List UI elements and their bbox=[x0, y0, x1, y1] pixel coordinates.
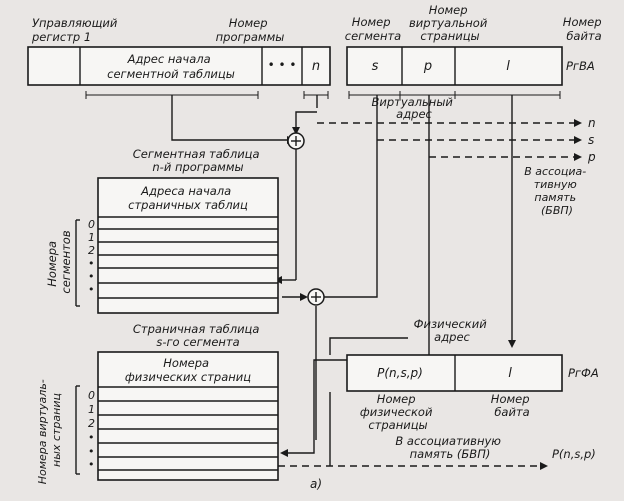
associative-memory-outputs bbox=[317, 119, 582, 161]
segment-number-label: Номер сегмента bbox=[345, 15, 401, 43]
svg-text:•: • bbox=[88, 458, 95, 471]
svg-text:•: • bbox=[88, 270, 95, 283]
program-number-label: Номер программы bbox=[216, 16, 285, 44]
register-dimension-lines bbox=[85, 91, 561, 99]
page-row-indices: 0 1 2 • • • bbox=[88, 389, 95, 471]
segment-numbers-brace bbox=[75, 219, 80, 307]
svg-text:•: • bbox=[88, 283, 95, 296]
pnsp-cell: P(n,s,p) bbox=[377, 366, 423, 380]
segment-numbers-vertical-label: Номера сегментов bbox=[45, 230, 73, 293]
segment-table-start-address-field: Адрес начала сегментной таблицы bbox=[107, 52, 235, 81]
virtual-page-number-label: Номер виртуальной страницы bbox=[409, 3, 491, 43]
byte-cell: l bbox=[506, 59, 510, 74]
svg-text:2: 2 bbox=[88, 244, 95, 257]
segment-row-indices: 0 1 2 • • • bbox=[88, 218, 95, 296]
segment-table-title: Сегментная таблица n-й программы bbox=[133, 147, 263, 174]
svg-text:•: • bbox=[88, 445, 95, 458]
svg-text:1: 1 bbox=[88, 403, 95, 416]
top-connection-lines bbox=[171, 95, 516, 457]
to-associative-memory-label-bottom: В ассоциативную память (БВП) bbox=[395, 434, 504, 461]
output-s-label: s bbox=[588, 133, 594, 147]
svg-text:0: 0 bbox=[88, 218, 95, 231]
svg-text:0: 0 bbox=[88, 389, 95, 402]
byte-cell-bottom: l bbox=[508, 366, 512, 381]
to-associative-memory-label-right: В ассоциа- тивную память (БВП) bbox=[524, 165, 589, 217]
svg-text:•: • bbox=[88, 257, 95, 270]
physical-address-register bbox=[346, 354, 563, 392]
adder-1-icon bbox=[287, 132, 305, 150]
byte-number-label-top: Номер байта bbox=[563, 15, 605, 43]
segment-table bbox=[97, 177, 279, 314]
virtual-page-numbers-brace bbox=[75, 385, 80, 475]
output-pnsp-label: P(n,s,p) bbox=[552, 447, 596, 461]
control-register-label: Управляющий регистр 1 bbox=[31, 16, 121, 44]
physical-page-numbers-header: Номера физических страниц bbox=[125, 356, 251, 384]
control-register-1 bbox=[27, 46, 331, 86]
page-table-title: Страничная таблица s-го сегмента bbox=[133, 322, 263, 349]
svg-text:1: 1 bbox=[88, 231, 95, 244]
rgva-label: РгВА bbox=[566, 59, 595, 73]
page-cell: p bbox=[423, 59, 432, 74]
svg-text:•: • bbox=[88, 431, 95, 444]
program-number-cell: n bbox=[312, 59, 320, 74]
ellipsis-field: • • • bbox=[268, 58, 297, 72]
figure-label: а) bbox=[310, 477, 322, 491]
adder-2-icon bbox=[307, 288, 325, 306]
page-table-start-addresses-header: Адреса начала страничных таблиц bbox=[128, 184, 248, 212]
physical-page-output-line bbox=[278, 392, 548, 470]
page-table bbox=[97, 351, 279, 481]
virtual-address-label: Виртуальный адрес bbox=[371, 95, 456, 121]
svg-text:2: 2 bbox=[88, 417, 95, 430]
virtual-page-numbers-vertical-label: Номера виртуаль- ных страниц bbox=[36, 376, 63, 485]
segment-cell: s bbox=[372, 59, 379, 74]
rgfa-label: РгФА bbox=[568, 366, 599, 380]
output-n-label: n bbox=[588, 116, 596, 130]
virtual-address-register bbox=[346, 46, 563, 86]
output-p-label: p bbox=[587, 150, 596, 164]
byte-number-label-bottom: Номер байта bbox=[491, 392, 533, 419]
physical-address-label: Физический адрес bbox=[414, 317, 491, 344]
physical-page-number-label: Номер физической страницы bbox=[360, 392, 436, 432]
